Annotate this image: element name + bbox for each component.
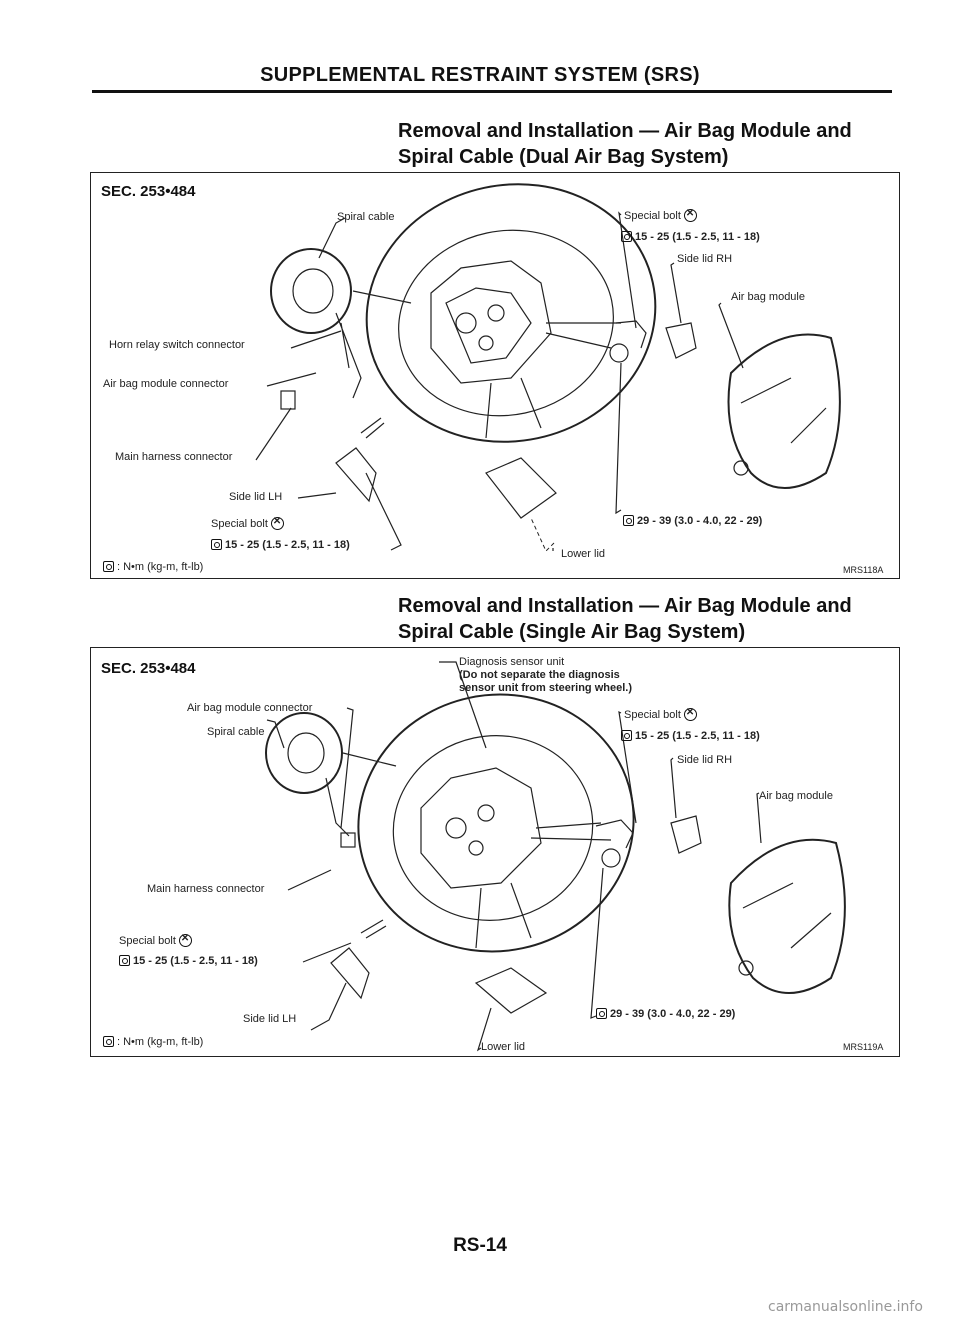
label-main-harness-connector: Main harness connector xyxy=(115,451,233,463)
label-diagnosis-sensor-unit: Diagnosis sensor unit xyxy=(459,656,565,668)
label-lower-lid: Lower lid xyxy=(481,1041,526,1053)
section1-title-line1: Removal and Installation — Air Bag Modul… xyxy=(398,120,852,142)
torque-wrench-icon xyxy=(596,1008,607,1019)
special-bolt-icon xyxy=(178,933,192,947)
units-legend: : N•m (kg-m, ft-lb) xyxy=(103,1036,203,1048)
units-legend: : N•m (kg-m, ft-lb) xyxy=(103,561,203,573)
label-torque-left: 15 - 25 (1.5 - 2.5, 11 - 18) xyxy=(119,955,258,967)
torque-wrench-icon xyxy=(623,515,634,526)
single-airbag-illustration xyxy=(265,661,846,1052)
torque-wrench-icon xyxy=(621,730,632,741)
header-rule xyxy=(92,90,892,93)
torque-wrench-icon xyxy=(103,1036,114,1047)
label-torque-bottom: 29 - 39 (3.0 - 4.0, 22 - 29) xyxy=(623,515,762,527)
label-main-harness-connector: Main harness connector xyxy=(147,883,265,895)
section2-title: Removal and Installation — Air Bag Modul… xyxy=(398,593,852,645)
section1-sec-code: SEC. 253•484 xyxy=(101,183,196,200)
figure-dual-airbag: SEC. 253•484 Spiral cable Horn relay swi… xyxy=(90,172,900,579)
dual-airbag-illustration xyxy=(255,183,841,552)
label-horn-relay-switch-connector: Horn relay switch connector xyxy=(109,339,245,351)
figure-code: MRS119A xyxy=(843,1042,884,1052)
label-special-bolt-left: Special bolt xyxy=(119,933,192,947)
label-spiral-cable: Spiral cable xyxy=(337,211,395,223)
label-side-lid-rh: Side lid RH xyxy=(677,253,733,265)
special-bolt-icon xyxy=(683,707,697,721)
section1-title-line2: Spiral Cable (Dual Air Bag System) xyxy=(398,146,729,168)
figure-code: MRS118A xyxy=(843,565,884,575)
label-air-bag-module-connector: Air bag module connector xyxy=(103,378,229,390)
label-diagnosis-note-2: sensor unit from steering wheel.) xyxy=(459,682,632,694)
label-lower-lid: Lower lid xyxy=(561,548,606,560)
label-spiral-cable: Spiral cable xyxy=(207,726,265,738)
label-diagnosis-note-1: (Do not separate the diagnosis xyxy=(459,669,620,681)
label-air-bag-module: Air bag module xyxy=(731,291,805,303)
label-torque-left: 15 - 25 (1.5 - 2.5, 11 - 18) xyxy=(211,539,350,551)
page-number: RS-14 xyxy=(453,1235,507,1256)
label-air-bag-module-connector: Air bag module connector xyxy=(187,702,313,714)
label-air-bag-module: Air bag module xyxy=(759,790,833,802)
torque-wrench-icon xyxy=(103,561,114,572)
section2-sec-code: SEC. 253•484 xyxy=(101,660,196,677)
label-special-bolt-left: Special bolt xyxy=(211,516,284,530)
label-special-bolt-right: Special bolt xyxy=(624,208,697,222)
page-header: SUPPLEMENTAL RESTRAINT SYSTEM (SRS) xyxy=(260,64,700,86)
label-side-lid-lh: Side lid LH xyxy=(243,1013,297,1025)
torque-wrench-icon xyxy=(211,539,222,550)
label-torque-bottom: 29 - 39 (3.0 - 4.0, 22 - 29) xyxy=(596,1008,735,1020)
label-torque-right: 15 - 25 (1.5 - 2.5, 11 - 18) xyxy=(621,730,760,742)
special-bolt-icon xyxy=(683,208,697,222)
label-side-lid-rh: Side lid RH xyxy=(677,754,733,766)
torque-wrench-icon xyxy=(119,955,130,966)
section2-title-line1: Removal and Installation — Air Bag Modul… xyxy=(398,595,852,617)
label-special-bolt-right: Special bolt xyxy=(624,707,697,721)
label-side-lid-lh: Side lid LH xyxy=(229,491,283,503)
section1-title: Removal and Installation — Air Bag Modul… xyxy=(398,118,852,170)
special-bolt-icon xyxy=(270,516,284,530)
watermark: carmanualsonline.info xyxy=(768,1299,923,1315)
section2-title-line2: Spiral Cable (Single Air Bag System) xyxy=(398,621,746,643)
figure-single-airbag: SEC. 253•484 Diagnosis sensor unit (Do n… xyxy=(90,647,900,1057)
label-torque-right: 15 - 25 (1.5 - 2.5, 11 - 18) xyxy=(621,231,760,243)
torque-wrench-icon xyxy=(621,231,632,242)
